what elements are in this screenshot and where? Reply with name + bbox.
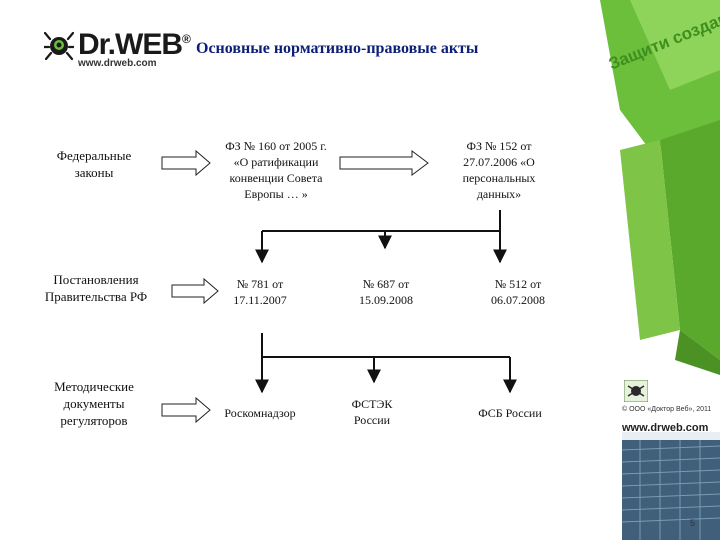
arrow-federal-1 bbox=[161, 149, 211, 177]
node-line: № 687 от bbox=[362, 277, 410, 291]
node-line: 15.09.2008 bbox=[359, 293, 413, 307]
node-line: № 781 от bbox=[236, 277, 284, 291]
label-line: Постановления bbox=[53, 272, 139, 287]
node-512: № 512 от 06.07.2008 bbox=[472, 276, 564, 308]
page-title: Основные нормативно-правовые акты bbox=[196, 40, 479, 57]
node-line: персональных bbox=[462, 171, 536, 185]
node-fz-160: ФЗ № 160 от 2005 г. «О ратификации конве… bbox=[206, 138, 346, 202]
node-line: 06.07.2008 bbox=[491, 293, 545, 307]
arrow-government bbox=[171, 277, 219, 305]
arrow-regulators bbox=[161, 396, 211, 424]
node-fz-152: ФЗ № 152 от 27.07.2006 «О персональных д… bbox=[436, 138, 562, 202]
copyright-text: © ООО «Доктор Веб», 2011 bbox=[622, 406, 712, 413]
label-line: Методические bbox=[54, 379, 134, 394]
node-687: № 687 от 15.09.2008 bbox=[340, 276, 432, 308]
label-line: законы bbox=[74, 165, 114, 180]
label-line: документы bbox=[63, 396, 125, 411]
node-line: «О ратификации bbox=[233, 155, 319, 169]
node-line: данных» bbox=[476, 187, 522, 201]
decor-background bbox=[600, 0, 720, 540]
label-federal-laws: Федеральные законы bbox=[28, 147, 160, 181]
node-line: ФСБ России bbox=[478, 406, 542, 420]
footer-url: www.drweb.com bbox=[622, 422, 709, 434]
logo-wordmark: Dr.WEB® bbox=[78, 28, 191, 61]
label-regulators-docs: Методические документы регуляторов bbox=[28, 378, 160, 429]
node-781: № 781 от 17.11.2007 bbox=[214, 276, 306, 308]
node-roskomnadzor: Роскомнадзор bbox=[210, 405, 310, 421]
node-line: конвенции Совета bbox=[229, 171, 323, 185]
arrow-federal-2 bbox=[339, 150, 429, 176]
node-line: Европы … » bbox=[244, 187, 308, 201]
node-line: России bbox=[353, 413, 391, 427]
node-line: ФЗ № 160 от 2005 г. bbox=[225, 139, 327, 153]
slide-number: 5 bbox=[690, 518, 696, 528]
drweb-logo: Dr.WEB® www.drweb.com bbox=[44, 28, 194, 70]
node-line: Роскомнадзор bbox=[224, 406, 296, 420]
node-fstek: ФСТЭК России bbox=[334, 396, 410, 428]
node-line: 17.11.2007 bbox=[233, 293, 287, 307]
node-line: ФЗ № 152 от bbox=[466, 139, 532, 153]
node-line: № 512 от bbox=[494, 277, 542, 291]
small-logo-icon bbox=[624, 380, 648, 402]
logo-url: www.drweb.com bbox=[78, 58, 157, 69]
label-line: Правительства РФ bbox=[44, 289, 148, 304]
spider-icon bbox=[44, 31, 74, 60]
label-line: Федеральные bbox=[56, 148, 132, 163]
node-fsb: ФСБ России bbox=[464, 405, 556, 421]
node-line: 27.07.2006 «О bbox=[463, 155, 535, 169]
node-line: ФСТЭК bbox=[351, 397, 393, 411]
label-line: регуляторов bbox=[60, 413, 128, 428]
label-government-resolutions: Постановления Правительства РФ bbox=[22, 271, 170, 305]
